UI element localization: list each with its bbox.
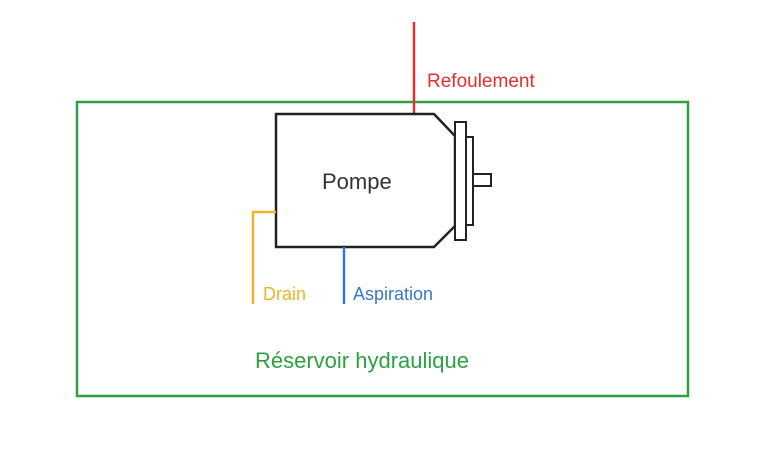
reservoir-outline	[75, 100, 690, 398]
pump-flange-inner	[465, 136, 474, 226]
outlet-label: Refoulement	[427, 71, 535, 92]
drain-label: Drain	[263, 284, 307, 304]
pump-flange-outer	[454, 121, 467, 241]
reservoir-label: Réservoir hydraulique	[255, 348, 469, 373]
pump-label: Pompe	[322, 169, 392, 194]
drain-line	[251, 210, 276, 304]
pump-shaft	[472, 173, 492, 187]
inlet-label: Aspiration	[353, 284, 434, 304]
